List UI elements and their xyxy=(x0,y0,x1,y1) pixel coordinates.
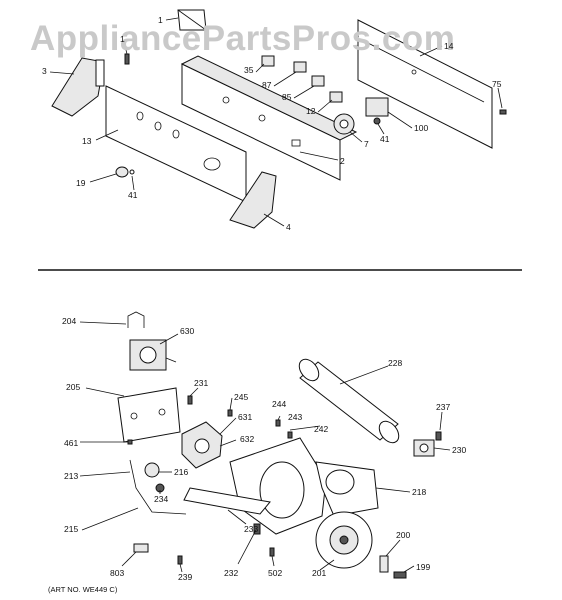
callout-200: 200 xyxy=(396,530,410,540)
callout-75: 75 xyxy=(492,79,502,89)
callout-216: 216 xyxy=(174,467,188,477)
part-knob-7 xyxy=(333,113,355,135)
bottom-leaders xyxy=(79,321,451,573)
part-clip-200 xyxy=(379,555,389,573)
callout-239: 239 xyxy=(178,572,192,582)
bottom-callouts: 204 630 205 231 245 244 243 631 242 632 … xyxy=(62,316,466,582)
art-number: (ART NO. WE449 C) xyxy=(48,585,118,594)
callout-234: 234 xyxy=(154,494,168,504)
callout-631: 631 xyxy=(238,412,252,422)
part-connector-803 xyxy=(133,543,149,553)
callout-13: 13 xyxy=(82,136,92,146)
callout-803: 803 xyxy=(110,568,124,578)
callout-461: 461 xyxy=(64,438,78,448)
part-control-console xyxy=(180,55,358,181)
callout-19: 19 xyxy=(76,178,86,188)
part-blower-housing-233 xyxy=(183,437,327,535)
callout-242: 242 xyxy=(314,424,328,434)
callout-233: 233 xyxy=(244,524,258,534)
watermark: AppliancePartsPros.com xyxy=(30,19,455,58)
part-duct-228 xyxy=(298,358,400,444)
callout-14: 14 xyxy=(444,41,454,51)
callout-12: 12 xyxy=(306,106,316,116)
callout-232: 232 xyxy=(224,568,238,578)
part-screw-237 xyxy=(435,431,442,441)
part-switch-knobs xyxy=(261,55,343,103)
callout-87: 87 xyxy=(262,80,272,90)
callout-7: 7 xyxy=(364,139,369,149)
callout-41-a: 41 xyxy=(128,190,138,200)
callout-632: 632 xyxy=(240,434,254,444)
callout-199: 199 xyxy=(416,562,430,572)
part-screw-199 xyxy=(393,571,407,579)
part-motor-631 xyxy=(181,421,223,469)
part-blower-wheel-201 xyxy=(315,511,373,569)
callout-201: 201 xyxy=(312,568,326,578)
part-bracket-205 xyxy=(117,387,181,443)
top-callouts: 1 1 3 13 19 41 2 4 35 87 85 12 7 41 100 … xyxy=(42,15,502,232)
callout-237: 237 xyxy=(436,402,450,412)
part-end-cap-left xyxy=(51,57,105,117)
callout-35: 35 xyxy=(244,65,254,75)
callout-245: 245 xyxy=(234,392,248,402)
callout-218: 218 xyxy=(412,487,426,497)
callout-204: 204 xyxy=(62,316,76,326)
part-switch-630 xyxy=(129,339,177,371)
part-thermostat-230 xyxy=(413,439,435,457)
callout-1-label: 1 xyxy=(158,15,163,25)
part-instruction-label xyxy=(177,9,207,31)
callout-4: 4 xyxy=(286,222,291,232)
top-leaders xyxy=(49,17,503,227)
callout-630: 630 xyxy=(180,326,194,336)
part-duct-218 xyxy=(315,461,379,517)
callout-228: 228 xyxy=(388,358,402,368)
callout-2: 2 xyxy=(340,156,345,166)
callout-215: 215 xyxy=(64,524,78,534)
part-back-panel xyxy=(357,19,493,149)
callout-244: 244 xyxy=(272,399,286,409)
callout-230: 230 xyxy=(452,445,466,455)
callout-85: 85 xyxy=(282,92,292,102)
part-clip-204 xyxy=(127,311,145,328)
callout-1-screw: 1 xyxy=(120,34,125,44)
callout-205: 205 xyxy=(66,382,80,392)
callout-100: 100 xyxy=(414,123,428,133)
callout-41-b: 41 xyxy=(380,134,390,144)
callout-243: 243 xyxy=(288,412,302,422)
callout-3: 3 xyxy=(42,66,47,76)
callout-213: 213 xyxy=(64,471,78,481)
callout-502: 502 xyxy=(268,568,282,578)
part-screw-75 xyxy=(499,109,507,115)
part-knob-19 xyxy=(115,166,135,178)
part-timer-100 xyxy=(365,97,389,125)
part-idler-213 xyxy=(129,459,187,515)
callout-231: 231 xyxy=(194,378,208,388)
